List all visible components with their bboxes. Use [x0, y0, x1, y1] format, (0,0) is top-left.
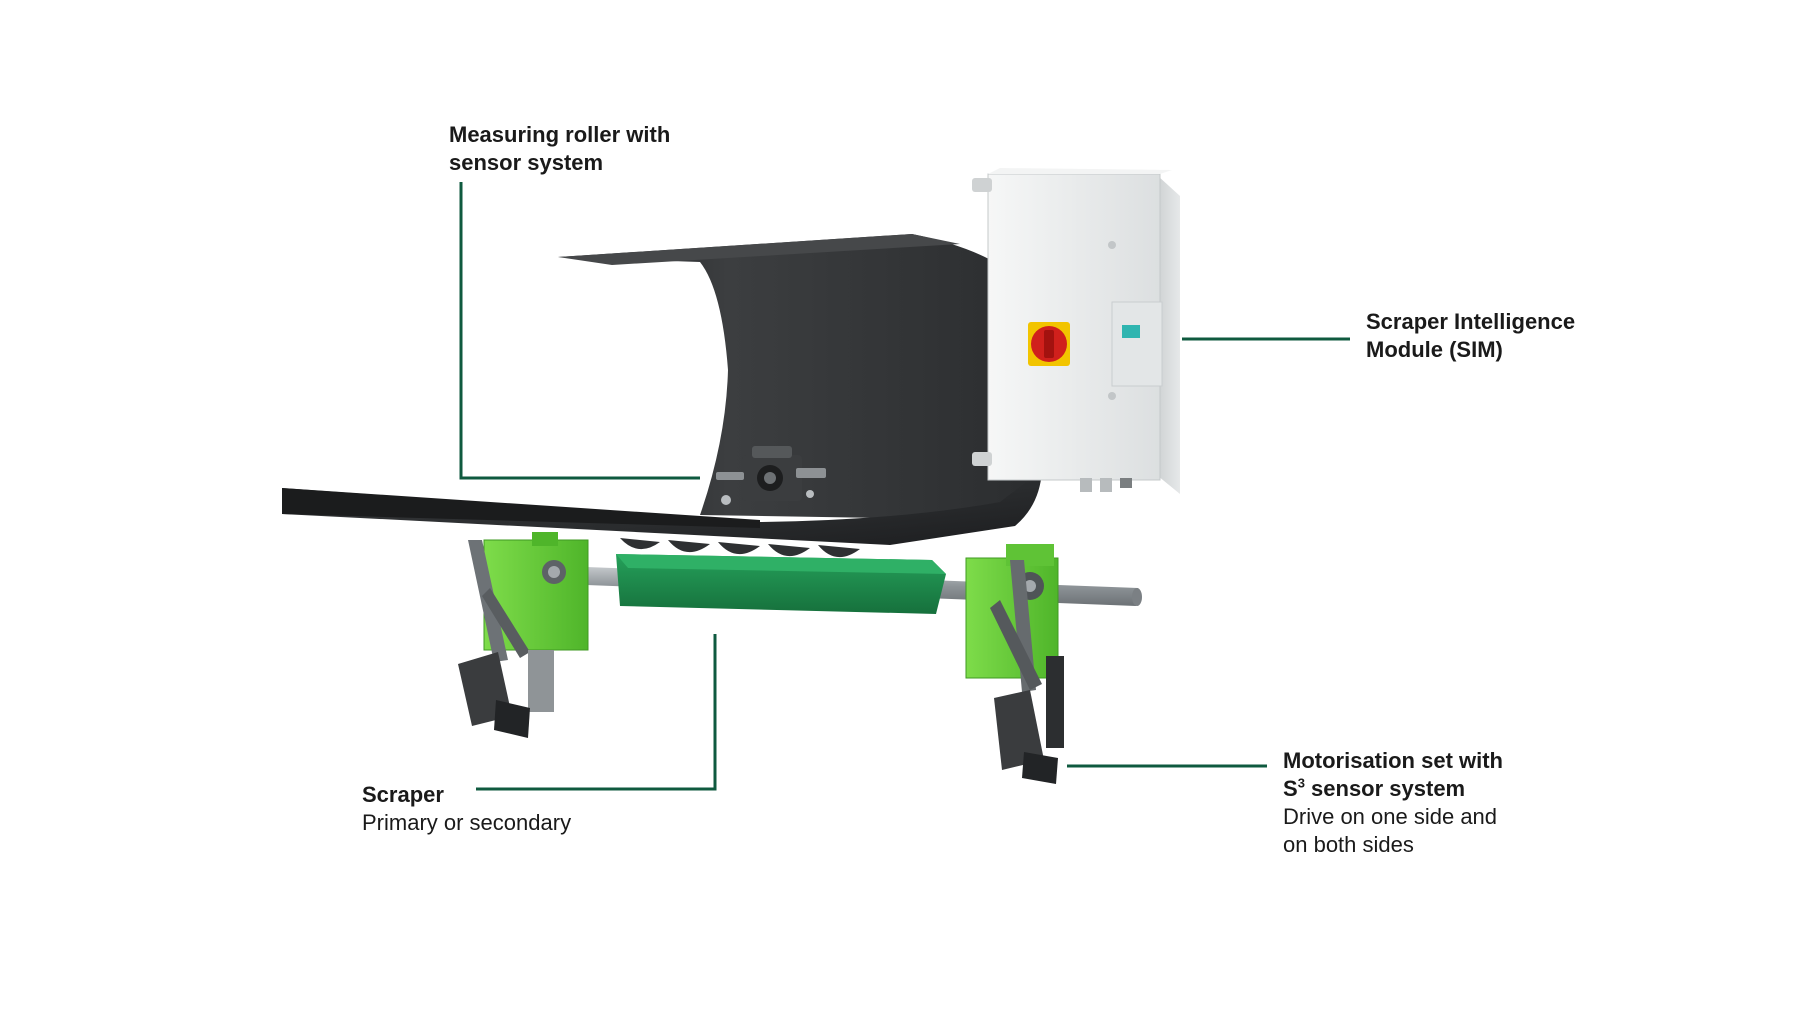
sim-cabinet — [972, 168, 1180, 494]
belt-curved-section — [558, 234, 1042, 520]
callout-measuring-roller — [459, 182, 700, 480]
motorisation-title-prefix: S — [1283, 776, 1298, 801]
motorisation-title-sup: 3 — [1297, 775, 1305, 791]
motorisation-title-suffix: sensor system — [1304, 776, 1466, 801]
right-bracket-motor — [965, 544, 1064, 784]
belt-top-edge — [558, 234, 960, 265]
sim-title-line1: Scraper Intelligence — [1366, 309, 1576, 334]
scraper-title: Scraper — [362, 782, 444, 807]
measuring-roller-sensor — [716, 446, 826, 505]
sim-title-line2: Module (SIM) — [1366, 337, 1503, 362]
callout-scraper — [476, 634, 717, 791]
label-measuring-roller: Measuring roller with sensor system — [449, 121, 729, 177]
red-rotary-switch-icon — [1028, 322, 1070, 366]
left-bracket-motor — [458, 532, 589, 738]
conveyor-belt — [282, 234, 1042, 558]
belt-scallops — [620, 538, 860, 558]
status-display-icon — [1111, 301, 1163, 387]
motorisation-subtitle-line2: on both sides — [1283, 832, 1414, 857]
callout-lines — [459, 182, 1350, 791]
label-sim: Scraper Intelligence Module (SIM) — [1366, 308, 1626, 364]
measuring-roller-title-line2: sensor system — [449, 150, 604, 175]
motorisation-subtitle-line1: Drive on one side and — [1283, 804, 1498, 829]
belt-flat-section — [282, 470, 1042, 545]
motorisation-title-line2: S3 sensor system — [1283, 775, 1583, 803]
scraper-blade — [616, 554, 946, 614]
scraper-subtitle: Primary or secondary — [362, 810, 572, 835]
label-scraper: Scraper Primary or secondary — [362, 781, 642, 837]
label-motorisation: Motorisation set with S3 sensor system D… — [1283, 747, 1583, 859]
measuring-roller-title-line1: Measuring roller with — [449, 122, 671, 147]
motorisation-title-line1: Motorisation set with — [1283, 748, 1503, 773]
